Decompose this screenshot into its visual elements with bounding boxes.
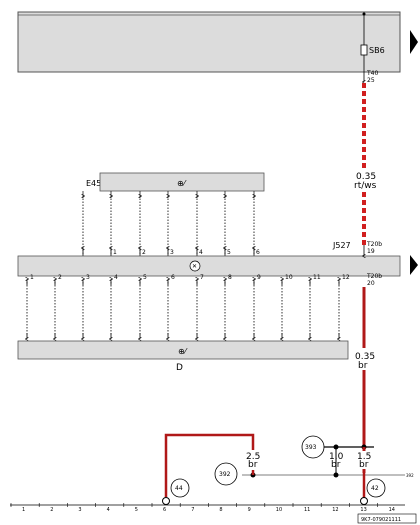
lower-pin-number: 2 <box>58 274 62 281</box>
fuse-icon <box>360 44 368 56</box>
track-number: 9 <box>248 507 251 513</box>
wire-brown-mid-color: br <box>331 460 341 470</box>
ground-terminal-left <box>162 497 170 505</box>
track-number: 14 <box>389 507 395 513</box>
upper-pin-number: 2 <box>142 249 146 256</box>
wire-brown-right-color: br <box>359 460 369 470</box>
wire-brown-mid-size: 1.0 <box>329 452 344 462</box>
track-number: 11 <box>304 507 310 513</box>
clock-spring-glyph: ✕ <box>192 263 197 270</box>
wire-brown-left <box>164 433 255 497</box>
lower-unit-label: D <box>176 363 183 373</box>
ground-ref-42-label: 42 <box>371 485 379 492</box>
track-number: 7 <box>191 507 194 513</box>
control-unit-label: J527 <box>332 241 351 250</box>
lower-pin-number: 9 <box>257 274 261 281</box>
lower-pin-number: 6 <box>171 274 175 281</box>
track-number: 2 <box>50 507 53 513</box>
connector-t20b-upper-pin: 19 <box>367 248 375 255</box>
connector-t40-pin: 25 <box>367 77 375 84</box>
track-number: 5 <box>135 507 138 513</box>
wire-brown-left-color: br <box>248 460 258 470</box>
upper-pin-wires: 1 2 3 4 5 6 <box>83 191 260 256</box>
track-number: 6 <box>163 507 166 513</box>
connector-t20b-upper-name: T20b <box>366 241 382 248</box>
switch-module <box>99 172 265 192</box>
track-number: 12 <box>332 507 338 513</box>
upper-pin-number: 3 <box>170 249 174 256</box>
track-number: 3 <box>78 507 81 513</box>
connector-t40-name: T40 <box>366 70 378 77</box>
lower-pin-number: 4 <box>114 274 118 281</box>
lower-pin-number: 12 <box>342 274 350 281</box>
ground-ref-42 <box>366 478 386 498</box>
lower-unit-ground-icon: ⊕⁄ <box>178 347 188 356</box>
wire-brown-main-size: 0.35 <box>355 352 375 362</box>
lower-pin-number: 5 <box>143 274 147 281</box>
bus-ref-392: 392 <box>406 473 414 478</box>
junction-ref-392 <box>214 462 238 486</box>
wire-brown-left-size: 2.5 <box>246 452 260 462</box>
connector-t20b-lower-name: T20b <box>366 273 382 280</box>
fuse-panel <box>17 11 401 73</box>
footer-code: 9K7-079021111 <box>361 517 401 523</box>
continuation-arrow-top <box>410 30 418 54</box>
fuse-label: SB6 <box>369 46 385 55</box>
wire-red-white-color: rt/ws <box>354 181 377 191</box>
switch-module-ground-icon: ⊕⁄ <box>177 179 187 188</box>
lower-pin-number: 8 <box>228 274 232 281</box>
upper-pin-number: 4 <box>199 249 203 256</box>
lower-pin-number: 3 <box>86 274 90 281</box>
lower-pin-number: 10 <box>285 274 293 281</box>
lower-pin-number: 7 <box>200 274 204 281</box>
upper-pin-number: 5 <box>227 249 231 256</box>
wire-brown-right-size: 1.5 <box>357 452 371 462</box>
ground-ref-44-label: 44 <box>175 485 183 492</box>
clock-spring-icon <box>189 260 201 272</box>
continuation-arrow-mid <box>410 255 418 275</box>
track-number: 8 <box>219 507 222 513</box>
track-number: 4 <box>107 507 110 513</box>
track-number: 10 <box>276 507 282 513</box>
switch-module-label: E45 <box>86 179 101 188</box>
track-number: 13 <box>360 507 366 513</box>
ground-terminal-right <box>360 497 368 505</box>
lower-pin-number: 11 <box>313 274 321 281</box>
track-number: 1 <box>22 507 25 513</box>
connector-t20b-lower-pin: 20 <box>367 280 375 287</box>
ground-ref-44 <box>170 478 190 498</box>
lower-pin-number: 1 <box>30 274 34 281</box>
wire-brown-main-color: br <box>358 361 368 371</box>
wire-red-white-size: 0.35 <box>356 172 376 182</box>
junction-ref-393-label: 393 <box>305 444 317 451</box>
junction-ref-392-label: 392 <box>219 471 231 478</box>
lower-unit <box>17 340 349 360</box>
control-unit <box>17 255 401 277</box>
upper-pin-number: 6 <box>256 249 260 256</box>
upper-pin-number: 1 <box>113 249 117 256</box>
